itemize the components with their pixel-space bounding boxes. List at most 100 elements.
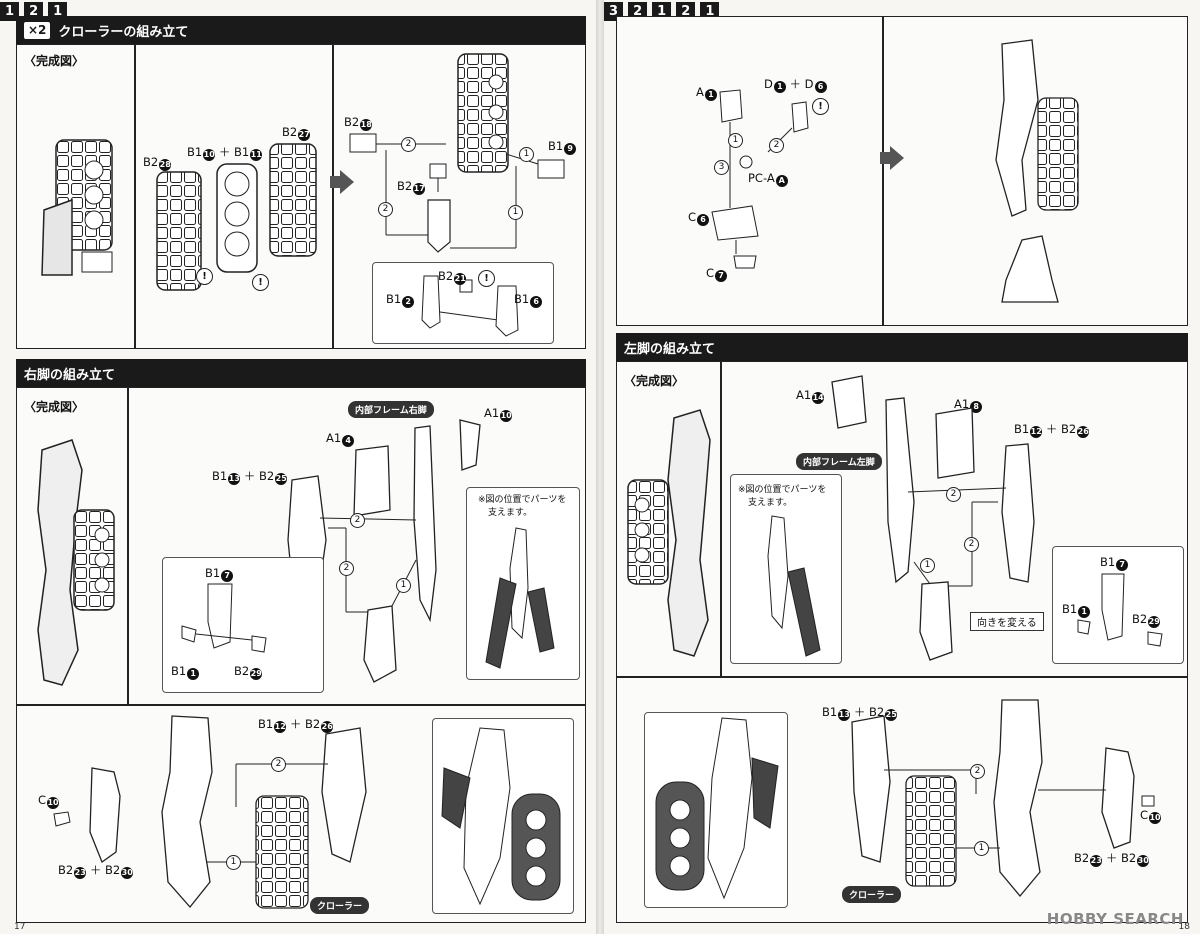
step-order-2: 2: [339, 561, 354, 576]
step-arrow-icon: [330, 170, 354, 194]
label-b2-29: B229: [234, 664, 263, 680]
divider: [134, 44, 136, 349]
section-title: 右脚の組み立て: [24, 367, 116, 383]
label-b1-13-b2-25: B113 ＋ B225: [212, 469, 288, 485]
step-order-1: 1: [920, 558, 935, 573]
label-c-10: C10: [38, 793, 60, 809]
completed-view-label: 〈完成図〉: [24, 400, 85, 414]
wheel-frame-part: [216, 163, 258, 273]
label-b2-21: B221: [438, 269, 467, 285]
label-b2-23-b2-30: B223 ＋ B230: [58, 863, 134, 879]
step3-parts: [711, 89, 809, 269]
right-leg-step2-parts: [53, 715, 367, 909]
sub-assembly-parts: [181, 583, 267, 653]
step-arrow-icon: [880, 146, 904, 170]
crawler-section-header: ×2 クローラーの組み立て: [16, 16, 586, 44]
step-order-3: 3: [714, 160, 729, 175]
support-note-line1: ※図の位置でパーツを: [738, 485, 827, 495]
divider: [720, 361, 722, 677]
step-order-1: 1: [508, 205, 523, 220]
crawler-attach-illustration: [655, 717, 779, 900]
divider: [882, 16, 884, 326]
completed-left-leg-illustration: [627, 409, 711, 657]
support-hand-illustration: [485, 527, 555, 669]
step-order-1: 1: [519, 147, 534, 162]
label-a1-10: A110: [484, 406, 513, 422]
left-leg-section-header: 左脚の組み立て: [616, 333, 1188, 361]
step-order-2: 2: [769, 138, 784, 153]
label-b1-12-b2-26: B112 ＋ B226: [1014, 422, 1090, 438]
label-b2-23-b2-30: B223 ＋ B230: [1074, 851, 1150, 867]
label-b2-18: B218: [344, 115, 373, 131]
manual-page-left: ×2 クローラーの組み立て 〈完成図〉 B228 B110 ＋ B111 B22…: [0, 0, 596, 934]
multiplier-badge: ×2: [24, 21, 51, 39]
support-note-line2: 支えます。: [748, 498, 793, 508]
right-leg-section-header: 右脚の組み立て: [16, 359, 586, 387]
completed-view-label: 〈完成図〉: [24, 54, 85, 68]
step-order-2: 2: [401, 137, 416, 152]
label-b2-17: B217: [397, 179, 426, 195]
section-title: クローラーの組み立て: [58, 24, 189, 40]
completed-crawler-illustration: [41, 139, 113, 276]
step3-result-illustration: [995, 39, 1079, 303]
support-note-line2: 支えます。: [488, 508, 533, 518]
crawler-tag: クローラー: [310, 897, 370, 914]
assembled-tread-illustration: [457, 53, 509, 173]
completed-view-label: 〈完成図〉: [624, 374, 685, 388]
label-c-10: C10: [1140, 808, 1162, 824]
step-order-1: 1: [974, 841, 989, 856]
label-a1-14: A114: [796, 388, 825, 404]
step-number: 1: [0, 2, 19, 21]
hobby-search-watermark: HOBBY SEARCH: [1046, 910, 1184, 928]
crawler-tag: クローラー: [842, 886, 902, 903]
caution-icon: !: [196, 268, 213, 285]
label-b1-13-b2-25: B113 ＋ B225: [822, 705, 898, 721]
inner-frame-tag: 内部フレーム右脚: [348, 401, 434, 418]
step3-box: [616, 16, 1188, 326]
caution-icon: !: [252, 274, 269, 291]
label-b2-29: B229: [1132, 612, 1161, 628]
step-order-1: 1: [226, 855, 241, 870]
label-b1-12-b2-26: B112 ＋ B226: [258, 717, 334, 733]
support-note-inset: [730, 474, 842, 664]
assembly-lines: [349, 133, 565, 253]
turn-around-label: 向きを変える: [970, 612, 1044, 631]
step-order-2: 2: [946, 487, 961, 502]
label-b2-27: B227: [282, 125, 311, 141]
divider: [127, 387, 129, 705]
step-order-1: 1: [396, 578, 411, 593]
step-order-2: 2: [271, 757, 286, 772]
step-order-1: 1: [728, 133, 743, 148]
support-note-line1: ※図の位置でパーツを: [478, 495, 567, 505]
step-order-2: 2: [970, 764, 985, 779]
label-b2-28: B228: [143, 155, 172, 171]
section-title: 左脚の組み立て: [624, 341, 716, 357]
divider: [332, 44, 334, 349]
sub-assembly-parts: [421, 275, 519, 337]
step-order-2: 2: [378, 202, 393, 217]
label-b1-10-b1-11: B110 ＋ B111: [187, 145, 263, 161]
page-number: 18: [1178, 922, 1190, 932]
page-gutter: [596, 0, 604, 934]
completed-right-leg-illustration: [37, 439, 115, 686]
caution-icon: !: [478, 270, 495, 287]
tread-part-b2-28: [156, 171, 202, 291]
inner-frame-tag: 内部フレーム左脚: [796, 453, 882, 470]
step-order-2: 2: [964, 537, 979, 552]
left-leg-step1-parts: [831, 375, 1035, 661]
crawler-attach-illustration: [441, 727, 561, 906]
page-number: 17: [14, 922, 26, 932]
